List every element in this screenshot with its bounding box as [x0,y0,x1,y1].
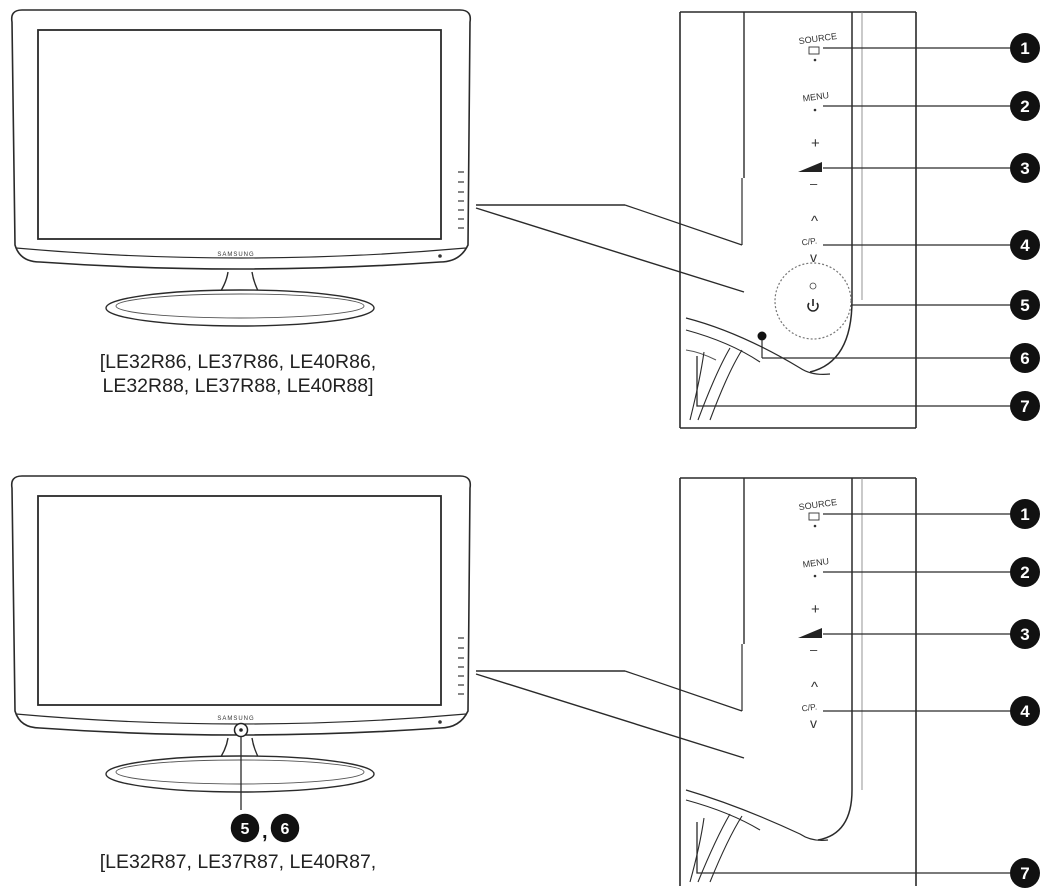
svg-text:5: 5 [241,821,250,838]
model-caption-line-2: LE32R88, LE37R88, LE40R88] [102,375,374,397]
leader-lines-bottom [696,513,1010,874]
tv-front-view-bottom: SAMSUNG [10,475,472,810]
zoom-connector-bottom [475,670,745,759]
svg-text:1: 1 [1020,39,1029,58]
svg-text:7: 7 [1020,864,1029,883]
callout-1-top: 1 [1010,33,1040,63]
brand-logo: SAMSUNG [217,716,254,722]
brand-logo: SAMSUNG [217,252,254,258]
svg-text:3: 3 [1020,159,1029,178]
channel-down-button: v [810,715,817,731]
callout-2-bottom: 2 [1010,557,1040,587]
svg-text:5: 5 [1020,296,1029,315]
callout-separator: , [262,821,268,843]
menu-button: MENU [802,556,830,570]
power-icon [807,299,819,312]
channel-label: C/P. [801,701,818,713]
svg-text:4: 4 [1020,702,1030,721]
svg-text:1: 1 [1020,505,1029,524]
callout-3-bottom: 3 [1010,619,1040,649]
callout-6-bottom: 6 [270,813,300,843]
svg-text:3: 3 [1020,625,1029,644]
svg-text:6: 6 [1020,349,1029,368]
model-caption-line-1: [LE32R86, LE37R86, LE40R86, [99,351,377,373]
channel-up-button: ^ [811,679,818,696]
power-button-ring [774,262,852,340]
svg-text:2: 2 [1020,563,1029,582]
tv-front-view-top: SAMSUNG [10,9,472,327]
power-indicator [809,282,817,290]
model-caption-line-1: [LE32R87, LE37R87, LE40R87, [99,851,377,873]
callout-7-bottom: 7 [1010,858,1040,888]
leader-lines-top [696,47,1010,407]
model-caption-top: [LE32R86, LE37R86, LE40R86, LE32R88, LE3… [58,350,418,398]
svg-text:2: 2 [1020,97,1029,116]
svg-text:6: 6 [281,821,290,838]
zoom-connector-top [475,204,745,293]
callout-4-top: 4 [1010,230,1040,260]
remote-sensor [757,331,767,341]
model-caption-bottom: [LE32R87, LE37R87, LE40R87, [58,850,418,874]
callout-5-top: 5 [1010,290,1040,320]
volume-down-button: – [810,642,818,657]
callout-2-top: 2 [1010,91,1040,121]
source-button: SOURCE [798,497,838,512]
control-panel-zoom-bottom: SOURCE MENU + – ^ C/P. v [624,477,917,886]
svg-text:4: 4 [1020,236,1030,255]
volume-up-button: + [811,601,820,618]
callout-4-bottom: 4 [1010,696,1040,726]
callout-1-bottom: 1 [1010,499,1040,529]
callout-3-top: 3 [1010,153,1040,183]
callout-7-top: 7 [1010,391,1040,421]
control-panel-zoom-top [624,11,917,429]
callout-5-bottom: 5 [230,813,260,843]
callout-6-top: 6 [1010,343,1040,373]
svg-text:7: 7 [1020,397,1029,416]
